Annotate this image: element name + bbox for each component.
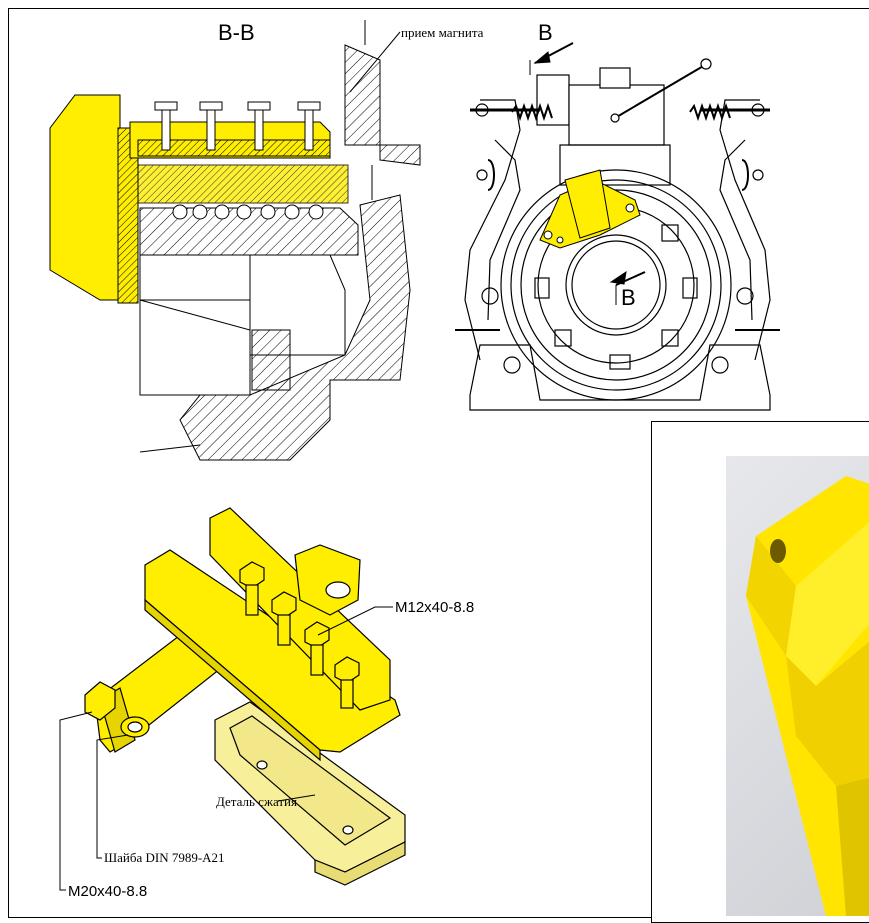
m12-bolts xyxy=(239,561,360,709)
isometric-assembly xyxy=(84,507,406,886)
magnet-section-letter: B xyxy=(538,20,553,45)
top-bolts xyxy=(154,101,321,151)
section-arrow-letter: B xyxy=(621,285,636,310)
callout-washer: Шайба DIN 7989-A21 xyxy=(104,850,225,865)
callout-compression-part: Деталь сжатия xyxy=(216,794,297,809)
rivets xyxy=(172,204,324,220)
bolt-head-m20 xyxy=(84,681,116,721)
pale-yellow-slab xyxy=(137,164,349,204)
front-view xyxy=(455,58,780,411)
magnet-label: прием магнита xyxy=(401,25,484,40)
section-title: B-B xyxy=(218,20,255,45)
clamp-photo xyxy=(726,456,869,916)
front-view-yellow-clamp xyxy=(539,169,641,249)
frame-hatched xyxy=(344,44,421,166)
yellow-plate xyxy=(117,127,139,304)
callout-leaders xyxy=(59,606,393,891)
yellow-clamp-block xyxy=(49,94,121,301)
hatched-strip xyxy=(137,139,331,157)
callout-bolt-m12: M12x40-8.8 xyxy=(395,599,475,616)
section-arrow xyxy=(529,42,646,305)
callout-bolt-m20: M20x40-8.8 xyxy=(68,883,148,900)
hatched-body xyxy=(139,207,359,256)
